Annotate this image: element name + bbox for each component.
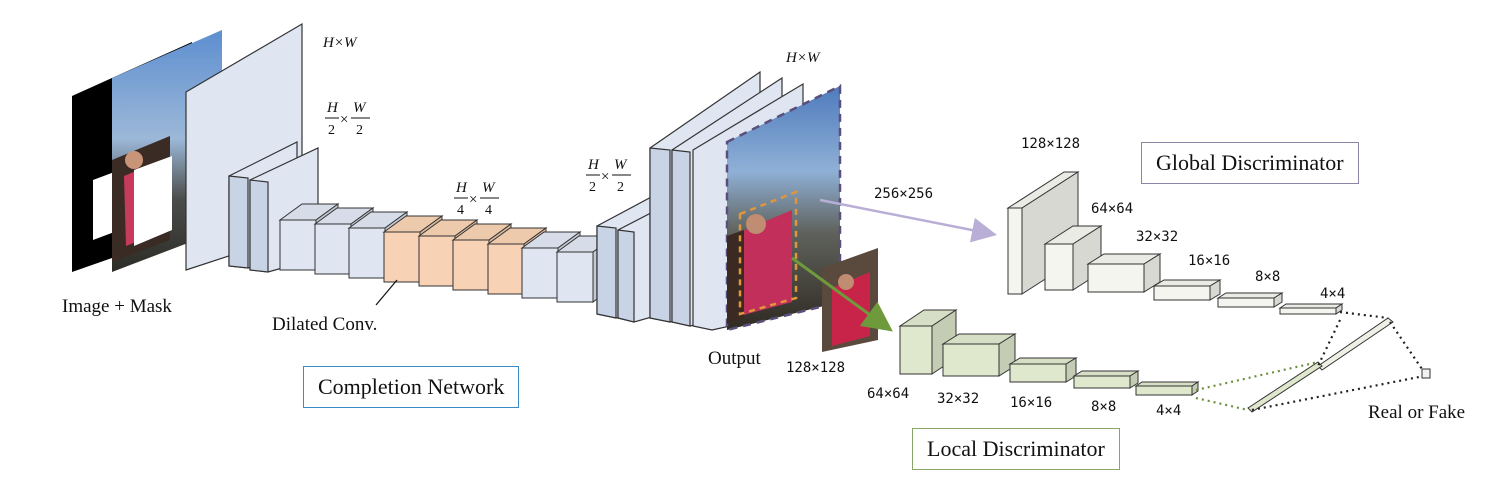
global-input-size: 256×256 <box>874 186 933 202</box>
input-label: Image + Mask <box>62 296 172 317</box>
svg-text:2: 2 <box>356 123 363 138</box>
global-disc-block <box>1086 253 1162 293</box>
svg-text:4: 4 <box>457 203 464 218</box>
local-input-arrow <box>791 256 893 332</box>
real-fake-label: Real or Fake <box>1368 402 1465 423</box>
size-quarter: H 4 × W 4 <box>454 180 499 218</box>
global-disc-block <box>1216 292 1284 308</box>
completion-network-title: Completion Network <box>303 366 520 408</box>
real-or-fake-output-node <box>1421 368 1431 379</box>
global-size-labels: 128×128 64×64 32×32 16×16 8×8 4×4 <box>1021 136 1345 302</box>
svg-text:8×8: 8×8 <box>1091 399 1116 415</box>
svg-text:64×64: 64×64 <box>1091 201 1133 217</box>
svg-text:16×16: 16×16 <box>1010 395 1052 411</box>
svg-text:×: × <box>340 112 348 128</box>
svg-text:32×32: 32×32 <box>1136 229 1178 245</box>
svg-text:W: W <box>614 157 628 173</box>
svg-text:H: H <box>587 157 600 173</box>
global-input-arrow <box>819 198 997 243</box>
local-disc-block <box>941 333 1017 377</box>
global-discriminator-title: Global Discriminator <box>1141 142 1359 184</box>
svg-text:H: H <box>326 100 339 116</box>
svg-text:32×32: 32×32 <box>937 391 979 407</box>
svg-text:H: H <box>455 180 468 196</box>
svg-text:16×16: 16×16 <box>1188 253 1230 269</box>
global-disc-block <box>1278 303 1344 315</box>
svg-text:×: × <box>601 169 609 185</box>
local-disc-block <box>1072 370 1140 389</box>
svg-text:64×64: 64×64 <box>867 386 909 402</box>
size-half-input: H 2 × W 2 <box>325 100 370 138</box>
svg-text:2: 2 <box>328 123 335 138</box>
size-full-input: H×W <box>322 35 358 51</box>
dilated-label: Dilated Conv. <box>272 314 377 335</box>
dilated-pointer <box>375 279 398 306</box>
output-label: Output <box>708 348 762 369</box>
local-disc-block <box>1134 381 1200 396</box>
svg-text:128×128: 128×128 <box>1021 136 1080 152</box>
global-disc-block <box>1152 279 1222 301</box>
svg-text:4×4: 4×4 <box>1156 403 1181 419</box>
output-image <box>725 83 842 332</box>
size-full-output: H×W <box>785 50 821 66</box>
connector-lines <box>1195 310 1425 412</box>
size-half-output: H 2 × W 2 <box>586 157 631 195</box>
svg-text:4×4: 4×4 <box>1320 286 1345 302</box>
svg-text:4: 4 <box>485 203 492 218</box>
concat-fc-layer <box>1247 317 1394 413</box>
svg-text:2: 2 <box>617 180 624 195</box>
local-size-labels: 64×64 32×32 16×16 8×8 4×4 <box>867 386 1181 419</box>
svg-text:W: W <box>353 100 367 116</box>
svg-text:×: × <box>469 192 477 208</box>
svg-text:2: 2 <box>589 180 596 195</box>
local-input-size: 128×128 <box>786 360 845 376</box>
svg-text:W: W <box>482 180 496 196</box>
local-disc-block <box>1008 357 1078 383</box>
local-discriminator-title: Local Discriminator <box>912 428 1120 470</box>
svg-text:8×8: 8×8 <box>1255 269 1280 285</box>
